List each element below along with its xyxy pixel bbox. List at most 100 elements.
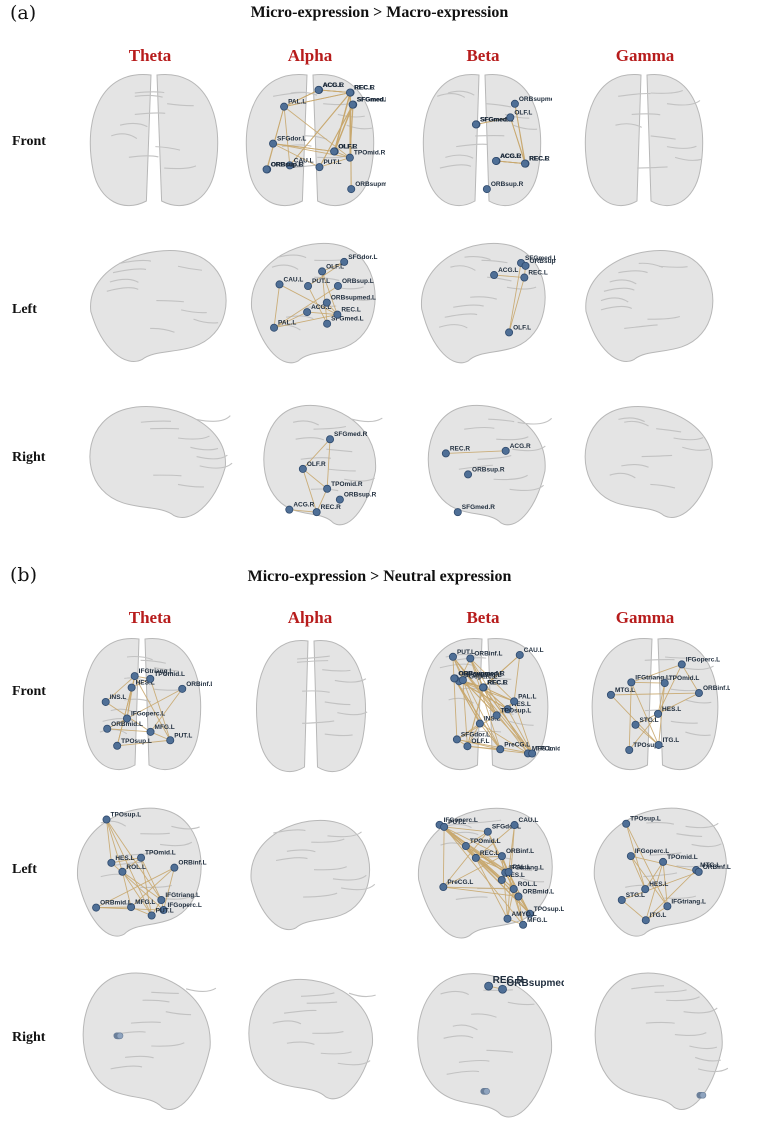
network-edges	[266, 89, 354, 190]
connectivity-edge	[479, 723, 529, 754]
sulcus-line	[190, 446, 219, 451]
node-label: SFGdor.L	[461, 731, 490, 738]
sulcus-line	[100, 820, 127, 827]
network-node	[318, 267, 327, 276]
connectivity-edge	[283, 106, 351, 159]
sulcus-line	[507, 866, 533, 872]
connectivity-edge	[509, 117, 526, 164]
sulcus-line	[177, 435, 210, 440]
node-label: PUT.L	[156, 907, 174, 914]
sulcus-line	[311, 838, 345, 843]
network-node	[625, 746, 634, 755]
network-node	[146, 727, 155, 736]
sulcus-line	[650, 483, 676, 489]
node-label: PreCG.L	[447, 879, 473, 886]
network-edges	[289, 438, 331, 513]
connectivity-edge	[475, 855, 502, 859]
connectivity-edge	[321, 261, 345, 272]
node-label: OLF.L	[326, 263, 344, 270]
node-label: IFGoperc.L	[131, 710, 165, 717]
connectivity-edge	[482, 686, 515, 702]
sulcus-line	[154, 667, 179, 672]
node-label: ACG.R	[510, 443, 531, 450]
sulcus-line	[493, 474, 528, 481]
network-node	[118, 867, 127, 876]
sulcus-line	[119, 259, 152, 264]
network-node	[660, 679, 669, 688]
sulcus-line	[337, 1060, 371, 1066]
sulcus-line	[102, 718, 133, 722]
sulcus-line	[303, 892, 338, 898]
node-label: TPOsup.L	[121, 738, 152, 745]
sulcus-line	[488, 418, 515, 423]
node-label: TPOsup.L	[534, 906, 564, 913]
connectivity-edge	[465, 845, 509, 873]
node-label: REC.R	[493, 975, 525, 986]
sulcus-line	[618, 417, 645, 423]
network-node	[501, 446, 510, 455]
node-label: SFGmed.R	[357, 97, 386, 104]
sulcus-line	[450, 265, 476, 271]
node-label: PreCG.L	[504, 741, 530, 748]
connectivity-edge	[657, 682, 666, 714]
sulcus-line	[464, 255, 491, 261]
sulcus-line	[445, 154, 474, 159]
sulcus-line	[351, 417, 383, 423]
node-label: REC.L	[354, 85, 374, 92]
sulcus-line	[452, 1024, 478, 1031]
panel-a-band-beta: Beta	[466, 46, 500, 65]
sulcus-line	[637, 166, 668, 169]
connectivity-edge	[443, 826, 467, 847]
network-node	[280, 102, 289, 111]
network-node	[519, 920, 528, 929]
node-label: OLF.L	[471, 738, 489, 745]
network-node	[520, 273, 529, 282]
sulcus-line	[302, 690, 330, 693]
sulcus-line	[445, 653, 476, 658]
sulcus-line	[477, 454, 512, 460]
connectivity-edge	[644, 861, 664, 890]
sulcus-line	[126, 655, 153, 661]
sulcus-line	[507, 1001, 535, 1006]
sulcus-line	[111, 133, 138, 140]
node-label: HES.L	[512, 701, 531, 708]
network-node	[326, 435, 335, 444]
sulcus-line	[313, 866, 347, 871]
sulcus-line	[348, 992, 376, 998]
connectivity-edge	[150, 688, 183, 733]
network-node	[285, 161, 294, 170]
network-node	[498, 984, 507, 994]
network-edges	[610, 663, 700, 751]
brain-render-a-right-theta	[78, 396, 238, 526]
node-label: PAL.L	[278, 320, 296, 327]
node-label: SFGmed.R	[334, 431, 368, 438]
network-node	[466, 654, 475, 663]
sulcus-line	[306, 1001, 338, 1004]
node-label: SFGmed.L	[331, 316, 364, 323]
a_left_beta-brain-surface	[421, 242, 546, 364]
network-node	[528, 749, 537, 758]
sulcus-line	[300, 992, 335, 997]
node-label: PUT.L	[457, 649, 475, 656]
b_right_alpha-brain-surface	[248, 978, 376, 1100]
sulcus-line	[618, 92, 651, 97]
connectivity-edge	[266, 106, 285, 170]
sulcus-line	[674, 1032, 707, 1037]
node-label: ORBsupmed.L	[355, 181, 386, 188]
network-node	[475, 719, 484, 728]
network-node	[146, 674, 155, 683]
network-node	[298, 464, 307, 473]
node-label: SFGmed.L	[480, 116, 513, 123]
sulcus-line	[615, 123, 642, 128]
connectivity-edge	[508, 277, 525, 333]
sulcus-line	[337, 711, 368, 716]
sulcus-line	[689, 1045, 718, 1050]
sulcus-line	[155, 146, 181, 151]
node-label: ACG.R	[293, 502, 314, 509]
network-node	[448, 652, 457, 661]
a_right_beta-brain-surface	[427, 404, 553, 526]
sulcus-line	[165, 1011, 192, 1016]
